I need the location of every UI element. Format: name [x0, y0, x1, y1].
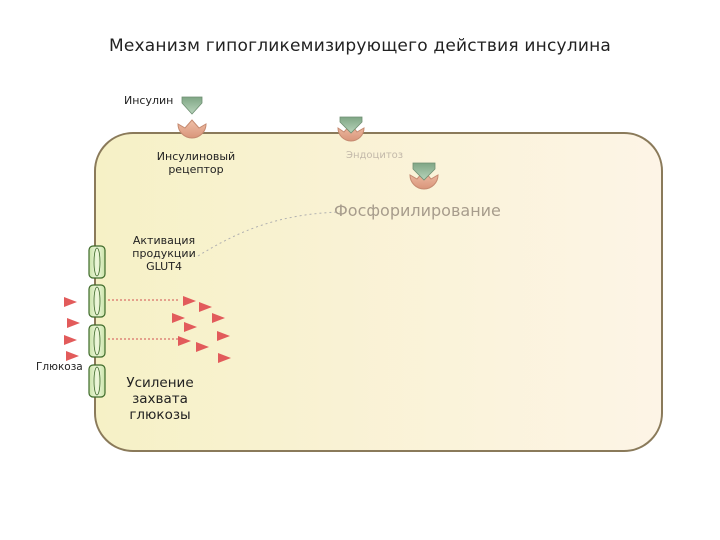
- endocytosis-label: Эндоцитоз: [346, 150, 404, 161]
- glut4-transporter: [88, 245, 106, 279]
- glucose-molecule: [66, 351, 79, 361]
- glucose-molecule: [64, 297, 77, 307]
- glucose-molecule: [199, 302, 212, 312]
- glucose-molecule: [64, 335, 77, 345]
- glucose-molecule: [212, 313, 225, 323]
- bound-insulin-2: [412, 162, 436, 181]
- glucose-label: Глюкоза: [36, 361, 83, 373]
- receptor-label: Инсулиновый рецептор: [156, 150, 236, 176]
- glut4-activation-label: Активация продукции GLUT4: [132, 234, 196, 273]
- glucose-molecule: [67, 318, 80, 328]
- glucose-molecule: [178, 336, 191, 346]
- glut4-transporter: [88, 284, 106, 318]
- diagram-title: Механизм гипогликемизирующего действия и…: [108, 36, 612, 56]
- glut4-transporter: [88, 324, 106, 358]
- insulin-receptor: [177, 119, 207, 139]
- glucose-uptake-label: Усиление захвата глюкозы: [126, 375, 194, 423]
- glucose-molecule: [172, 313, 185, 323]
- glut4-transporter: [88, 364, 106, 398]
- glucose-molecule: [218, 353, 231, 363]
- insulin-label: Инсулин: [124, 94, 174, 107]
- glucose-molecule: [184, 322, 197, 332]
- glucose-molecule: [183, 296, 196, 306]
- phosphorylation-label: Фосфорилирование: [334, 201, 501, 220]
- glucose-molecule: [196, 342, 209, 352]
- glucose-molecule: [217, 331, 230, 341]
- insulin-molecule: [181, 96, 203, 115]
- bound-insulin-1: [339, 116, 363, 134]
- signal-line: [197, 211, 341, 257]
